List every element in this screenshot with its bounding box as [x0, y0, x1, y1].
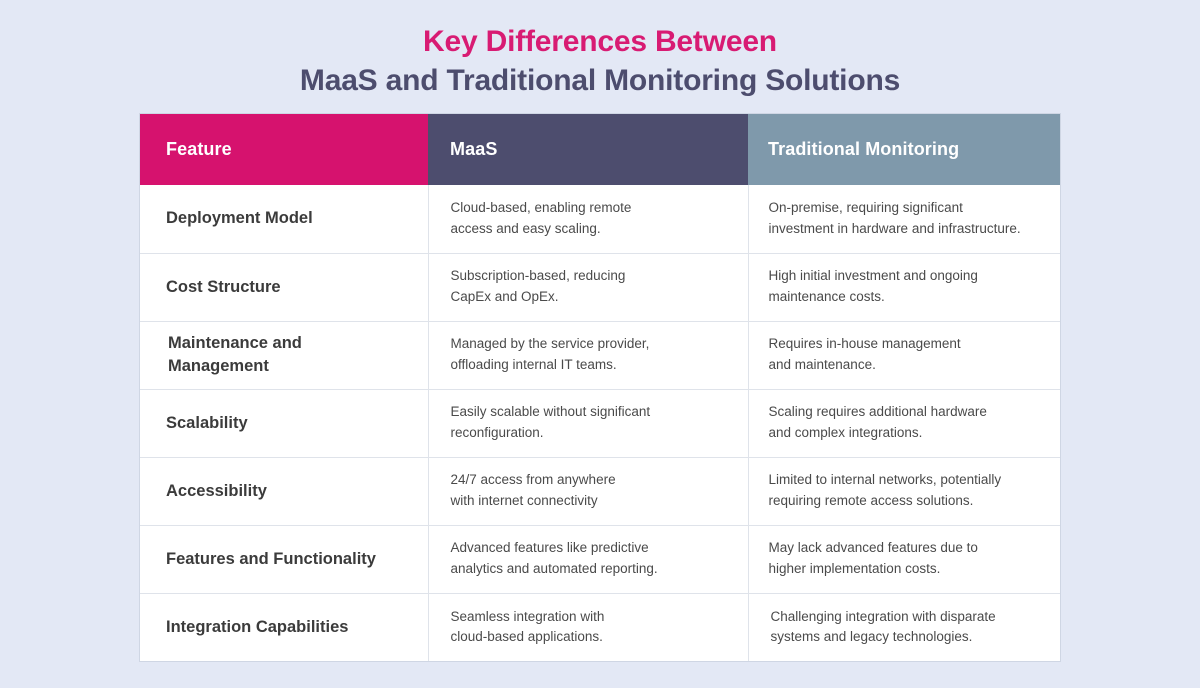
feature-label: Features and Functionality	[166, 549, 376, 568]
feature-label: Deployment Model	[166, 209, 313, 228]
column-header-traditional-monitoring: Traditional Monitoring	[748, 114, 1060, 185]
comparison-table-wrapper: Feature MaaS Traditional Monitoring Depl…	[140, 114, 1060, 661]
comparison-table: Feature MaaS Traditional Monitoring Depl…	[140, 114, 1060, 661]
cell-feature: Scalability	[140, 389, 429, 458]
column-header-feature: Feature	[140, 114, 428, 185]
cell-feature: Cost Structure	[140, 253, 429, 322]
table-row: Deployment Model Cloud-based, enabling r…	[140, 185, 1060, 254]
page-title: Key Differences Between MaaS and Traditi…	[0, 0, 1200, 99]
cell-traditional: Challenging integration with disparate s…	[748, 593, 1060, 661]
cell-traditional: High initial investment and ongoing main…	[748, 253, 1060, 322]
page-title-line-1: Key Differences Between	[423, 25, 777, 58]
traditional-description: High initial investment and ongoing main…	[768, 268, 978, 304]
table-row: Cost Structure Subscription-based, reduc…	[140, 253, 1060, 322]
cell-feature: Deployment Model	[140, 185, 429, 254]
cell-feature: Accessibility	[140, 457, 429, 526]
cell-maas: Managed by the service provider, offload…	[428, 321, 749, 390]
maas-description: Cloud-based, enabling remote access and …	[450, 200, 632, 236]
cell-feature: Features and Functionality	[140, 525, 429, 594]
maas-description: Seamless integration with cloud-based ap…	[450, 608, 605, 645]
feature-label: Integration Capabilities	[166, 617, 349, 636]
cell-maas: Easily scalable without significant reco…	[428, 389, 749, 458]
cell-traditional: May lack advanced features due to higher…	[748, 525, 1060, 594]
page-title-line-2: MaaS and Traditional Monitoring Solution…	[299, 64, 901, 98]
table-header: Feature MaaS Traditional Monitoring	[140, 114, 1060, 185]
table-row: Integration Capabilities Seamless integr…	[140, 593, 1060, 661]
table-row: Scalability Easily scalable without sign…	[140, 389, 1060, 458]
feature-label: Scalability	[166, 413, 248, 432]
maas-description: Easily scalable without significant reco…	[450, 404, 651, 440]
cell-traditional: Scaling requires additional hardware and…	[748, 389, 1060, 458]
cell-feature: Maintenance and Management	[140, 321, 429, 390]
table-row: Features and Functionality Advanced feat…	[140, 525, 1060, 594]
maas-description: Advanced features like predictive analyt…	[450, 540, 658, 576]
traditional-description: Limited to internal networks, potentiall…	[768, 472, 1002, 508]
maas-description: 24/7 access from anywhere with internet …	[450, 472, 616, 508]
cell-maas: Advanced features like predictive analyt…	[428, 525, 749, 594]
traditional-description: On-premise, requiring significant invest…	[768, 200, 1021, 236]
table-row: Maintenance and Management Managed by th…	[140, 321, 1060, 390]
cell-traditional: On-premise, requiring significant invest…	[748, 185, 1060, 254]
maas-description: Managed by the service provider, offload…	[450, 336, 650, 372]
feature-label: Maintenance and Management	[168, 334, 302, 375]
cell-feature: Integration Capabilities	[140, 593, 429, 661]
table-row: Accessibility 24/7 access from anywhere …	[140, 457, 1060, 526]
column-header-maas: MaaS	[428, 114, 748, 185]
traditional-description: Requires in-house management and mainten…	[768, 336, 961, 372]
table-header-row: Feature MaaS Traditional Monitoring	[140, 114, 1060, 185]
cell-maas: Subscription-based, reducing CapEx and O…	[428, 253, 749, 322]
cell-traditional: Requires in-house management and mainten…	[748, 321, 1060, 390]
cell-maas: Seamless integration with cloud-based ap…	[428, 593, 749, 661]
feature-label: Cost Structure	[166, 277, 281, 296]
table-body: Deployment Model Cloud-based, enabling r…	[140, 185, 1060, 661]
maas-description: Subscription-based, reducing CapEx and O…	[450, 268, 626, 304]
feature-label: Accessibility	[166, 481, 267, 500]
cell-traditional: Limited to internal networks, potentiall…	[748, 457, 1060, 526]
traditional-description: May lack advanced features due to higher…	[768, 540, 978, 576]
cell-maas: 24/7 access from anywhere with internet …	[428, 457, 749, 526]
cell-maas: Cloud-based, enabling remote access and …	[428, 185, 749, 254]
traditional-description: Challenging integration with disparate s…	[770, 608, 996, 645]
traditional-description: Scaling requires additional hardware and…	[768, 404, 987, 440]
